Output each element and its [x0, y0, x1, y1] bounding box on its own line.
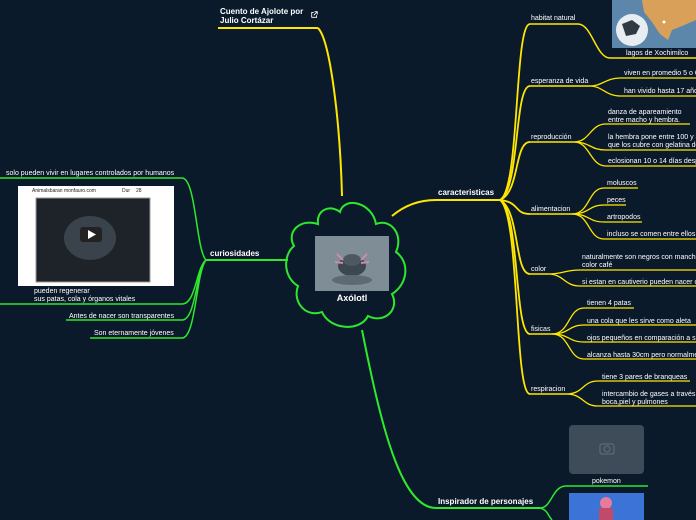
video-site-label: Animalsbaran monfauro.com	[32, 188, 96, 194]
inspirador-title[interactable]: Inspirador de personajes	[438, 497, 534, 506]
habitat-item[interactable]: lagos de Xochimilco	[626, 50, 689, 57]
curiosidades-title[interactable]: curiosidades	[210, 249, 260, 258]
respiracion-item[interactable]: intercambio de gases a través boca,piel …	[602, 391, 696, 406]
group-habitat-title[interactable]: habitat natural	[531, 15, 576, 22]
group-reproduccion-title[interactable]: reproducción	[531, 134, 572, 141]
alimentacion-item[interactable]: moluscos	[607, 180, 637, 187]
esperanza-item[interactable]: han vivido hasta 17 años	[624, 88, 696, 95]
center-title[interactable]: Axólotl	[336, 293, 368, 303]
fisicas-item[interactable]: alcanza hasta 30cm pero normalme	[587, 352, 696, 359]
alimentacion-item[interactable]: incluso se comen entre ellos	[607, 231, 696, 238]
curiosidad-item[interactable]: solo pueden vivir en lugares controlados…	[6, 170, 175, 177]
group-alimentacion-title[interactable]: alimentacion	[531, 206, 571, 213]
reproduccion-item[interactable]: danza de apareamiento entre macho y hemb…	[608, 109, 682, 124]
curiosidad-item[interactable]: Antes de nacer son transparentes	[69, 313, 175, 320]
pokemon-label[interactable]: pokemon	[592, 478, 621, 485]
esperanza-item[interactable]: viven en promedio 5 o 6	[624, 70, 696, 77]
character-image	[569, 493, 644, 520]
group-fisicas-title[interactable]: fisicas	[531, 326, 551, 333]
respiracion-item[interactable]: tiene 3 pares de branqueas	[602, 374, 688, 381]
alimentacion-item[interactable]: artropodos	[607, 214, 641, 221]
external-link-icon[interactable]	[311, 11, 318, 18]
group-esperanza-title[interactable]: esperanza de vida	[531, 78, 589, 85]
video-badge-label: Dur	[122, 188, 131, 194]
color-item[interactable]: si estan en cautiverio pueden nacer c	[582, 279, 696, 286]
video-count-label: 28	[136, 188, 142, 194]
link-branch-title[interactable]: Cuento de Ajolote por Julio Cortázar	[220, 7, 304, 25]
video-thumbnail[interactable]: Animalsbaran monfauro.com Dur 28	[18, 186, 174, 286]
curiosidad-item[interactable]: pueden regenerar sus patas, cola y órgan…	[34, 288, 136, 303]
alimentacion-item[interactable]: peces	[607, 197, 626, 204]
curiosidad-item[interactable]: Son eternamente jóvenes	[94, 330, 174, 337]
center-node-border	[285, 202, 407, 328]
fisicas-item[interactable]: tienen 4 patas	[587, 300, 631, 307]
color-item[interactable]: naturalmente son negros con manch color …	[582, 254, 696, 269]
group-respiracion-title[interactable]: respiracion	[531, 386, 566, 393]
map-image	[612, 0, 696, 48]
axolotl-image	[315, 236, 389, 291]
fisicas-item[interactable]: una cola que les sirve como aleta	[587, 318, 691, 325]
image-placeholder[interactable]	[569, 425, 644, 474]
reproduccion-item[interactable]: la hembra pone entre 100 y 3 que los cub…	[608, 134, 696, 149]
caracteristicas-title[interactable]: caracteristicas	[438, 188, 495, 197]
reproduccion-item[interactable]: eclosionan 10 o 14 días despu	[608, 158, 696, 165]
fisicas-item[interactable]: ojos pequeños en comparación a s	[587, 335, 696, 342]
group-color-title[interactable]: color	[531, 266, 547, 273]
